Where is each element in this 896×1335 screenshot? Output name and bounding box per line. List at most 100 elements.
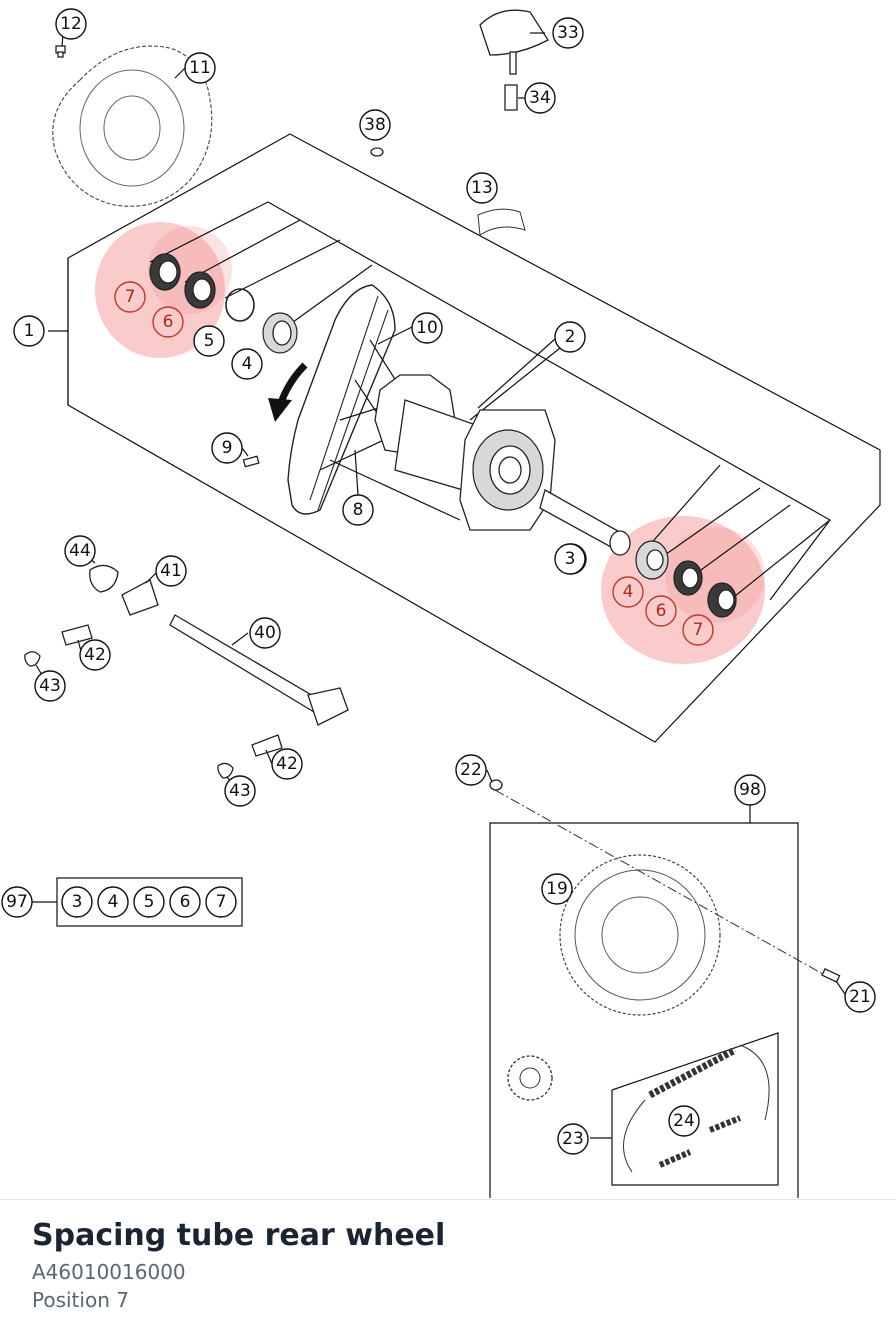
callout-42: 42 [79,639,111,671]
callout-circle [455,754,487,786]
callout-34: 34 [524,82,556,114]
callout-label: 22 [460,760,482,780]
left-spacer-set [149,253,298,354]
callout-38: 38 [359,109,391,141]
part-title: Spacing tube rear wheel [32,1218,446,1253]
callout-label: 97 [6,892,28,912]
callout-7: 7 [682,614,714,646]
callout-circle [114,281,146,313]
callout-label: 34 [529,88,551,108]
callout-label: 43 [39,676,61,696]
callout-circle [554,321,586,353]
callout-label: 12 [60,14,82,34]
callout-circle [79,639,111,671]
callout-label: 44 [69,541,91,561]
callout-circle [64,535,96,567]
callout-circle [682,614,714,646]
kit-item-3: 3 [61,886,93,918]
callout-label: 41 [160,561,182,581]
callout-circle [152,306,184,338]
part-position: Position 7 [32,1288,129,1312]
callout-circle [61,886,93,918]
highlight-zone-left [95,222,225,358]
callout-21: 21 [844,981,876,1013]
callout-12: 12 [55,8,87,40]
callout-circle [524,82,556,114]
callout-circle [466,172,498,204]
callout-22: 22 [455,754,487,786]
rear-stand [479,9,549,111]
callout-label: 10 [416,318,438,338]
callout-label: 21 [849,987,871,1007]
disc-bolt [55,45,66,58]
kit-item-7: 7 [205,886,237,918]
callout-circle [734,774,766,806]
callout-circle [271,748,303,780]
kit-item-6: 6 [169,886,201,918]
kit-97-box [32,877,243,927]
callout-label: 7 [693,620,704,640]
callout-circle [249,617,281,649]
callout-circle [55,8,87,40]
callout-label: 43 [229,781,251,801]
callout-42: 42 [271,748,303,780]
callout-label: 6 [656,601,667,621]
right-spacer-set [635,540,737,618]
callout-label: 1 [24,321,35,341]
callout-label: 40 [254,623,276,643]
callout-circle [612,576,644,608]
callout-label: 13 [471,178,493,198]
callout-label: 11 [189,58,211,78]
callout-label: 5 [144,892,155,912]
rotation-arrow-icon [268,362,308,422]
callout-label: 7 [216,892,227,912]
callout-4: 4 [612,576,644,608]
valve-nipple [242,455,260,468]
callout-circle [205,886,237,918]
callout-circle [411,312,443,344]
callout-19: 19 [541,873,573,905]
callout-label: 4 [242,354,253,374]
callout-circle [169,886,201,918]
callout-8: 8 [342,494,374,526]
callout-43: 43 [34,670,66,702]
kit-item-5: 5 [133,886,165,918]
callout-circle [211,432,243,464]
callout-label: 6 [163,312,174,332]
callout-5: 5 [193,325,225,357]
callout-circle [224,775,256,807]
callout-7: 7 [114,281,146,313]
callout-circle [13,315,45,347]
part-number: A46010016000 [32,1260,186,1284]
callout-circle [231,348,263,380]
callout-label: 4 [108,892,119,912]
callout-circle [554,543,586,575]
wheel-rim [287,284,396,515]
callout-23: 23 [557,1123,589,1155]
spacer-tube [539,489,631,556]
footer-divider [0,1199,896,1200]
callout-label: 98 [739,780,761,800]
callout-97: 97 [1,886,33,918]
callout-6: 6 [645,595,677,627]
callout-circle [844,981,876,1013]
callout-circle [97,886,129,918]
callout-label: 42 [84,645,106,665]
callout-layer: 1234567891011121334671921222324333438404… [1,8,876,1155]
callout-label: 4 [623,582,634,602]
callout-13: 13 [466,172,498,204]
sprocket-kit-box [489,779,841,1198]
callout-label: 7 [125,287,136,307]
callout-43: 43 [224,775,256,807]
callout-label: 2 [565,327,576,347]
callout-label: 24 [673,1111,695,1131]
callout-6: 6 [152,306,184,338]
callout-circle [184,52,216,84]
callout-label: 9 [222,438,233,458]
exploded-parts-diagram: 1234567891011121334671921222324333438404… [1,8,881,1198]
callout-3: 3 [554,543,586,575]
callout-label: 5 [204,331,215,351]
callout-circle [359,109,391,141]
highlight-zone-right-2 [665,527,765,623]
callout-label: 19 [546,879,568,899]
